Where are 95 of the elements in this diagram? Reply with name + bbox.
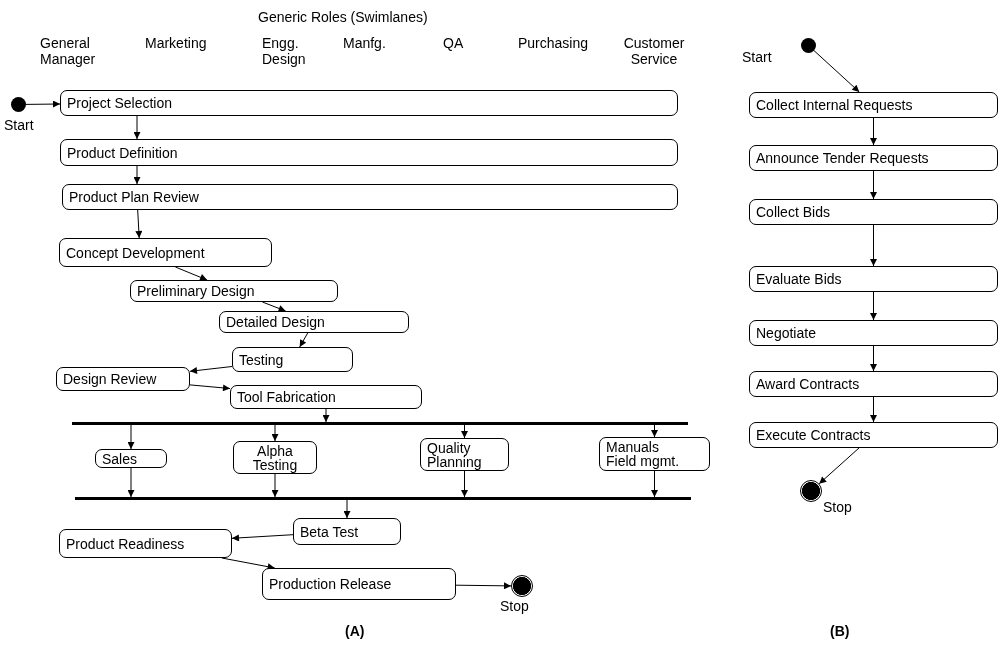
arrow xyxy=(651,424,658,438)
activity-box xyxy=(749,320,998,346)
state-caption: Start xyxy=(742,49,772,65)
activity-label: Evaluate Bids xyxy=(756,272,842,286)
activity-label: Product Definition xyxy=(67,145,178,160)
arrow xyxy=(461,470,468,498)
arrow xyxy=(231,534,294,542)
activity-box xyxy=(749,371,998,397)
state-caption: Stop xyxy=(823,499,852,515)
activity-box xyxy=(95,449,167,468)
arrow xyxy=(461,424,468,439)
synchronization-bar xyxy=(72,422,688,425)
arrow xyxy=(133,115,141,140)
arrow xyxy=(343,499,351,519)
activity-box xyxy=(749,266,998,292)
swimlane-header: Customer Service xyxy=(622,35,686,67)
swimlane-header: Manfg. xyxy=(343,35,386,51)
activity-box xyxy=(599,437,710,471)
activity-box xyxy=(230,385,422,409)
arrow xyxy=(870,396,877,423)
activity-label: Execute Contracts xyxy=(756,428,871,442)
activity-label: Concept Development xyxy=(66,245,205,260)
arrow xyxy=(25,100,61,108)
activity-label: Detailed Design xyxy=(226,315,325,329)
activity-box xyxy=(60,139,678,166)
activity-label: Project Selection xyxy=(67,96,173,110)
swimlane-header: QA xyxy=(443,35,464,51)
swimlane-header: Purchasing xyxy=(518,35,589,51)
arrow xyxy=(322,408,330,423)
arrow xyxy=(271,424,279,442)
activity-box xyxy=(59,529,232,558)
arrow xyxy=(651,470,658,498)
activity-label: Negotiate xyxy=(756,326,816,340)
arrow xyxy=(127,424,135,450)
arrow xyxy=(870,345,877,372)
activity-box xyxy=(233,441,317,474)
panel-caption: (B) xyxy=(830,623,850,639)
arrow xyxy=(127,467,135,498)
activity-box xyxy=(420,438,509,471)
state-caption: Stop xyxy=(500,598,529,614)
panel-caption: (A) xyxy=(345,623,365,639)
activity-box xyxy=(219,311,409,333)
initial-state-circle xyxy=(801,38,816,53)
arrow xyxy=(870,291,877,321)
activity-box xyxy=(293,518,401,545)
diagram-title: Generic Roles (Swimlanes) xyxy=(258,9,428,25)
arrow xyxy=(271,473,279,498)
activity-label: Testing xyxy=(239,352,284,367)
arrow xyxy=(261,301,287,312)
initial-state-circle xyxy=(11,97,26,112)
activity-box xyxy=(232,347,353,372)
activity-label: Alpha Testing xyxy=(251,443,299,472)
arrow xyxy=(818,447,860,485)
activity-label: Preliminary Design xyxy=(137,284,255,298)
arrow xyxy=(135,209,143,239)
swimlane-header: General Manager xyxy=(40,35,97,67)
activity-box xyxy=(749,92,998,118)
activity-box xyxy=(130,280,338,302)
activity-box xyxy=(749,422,998,448)
activity-label: Design Review xyxy=(63,372,157,386)
arrow xyxy=(870,224,877,267)
activity-label: Collect Internal Requests xyxy=(756,98,913,112)
arrow xyxy=(133,165,141,185)
arrow xyxy=(189,384,231,392)
swimlane-header: Engg. Design xyxy=(262,35,307,67)
final-state-circle xyxy=(800,480,822,502)
arrow xyxy=(870,117,877,146)
activity-label: Announce Tender Requests xyxy=(756,151,929,165)
synchronization-bar xyxy=(75,497,691,500)
arrow xyxy=(299,332,309,348)
activity-label: Product Readiness xyxy=(66,536,185,551)
activity-label: Sales xyxy=(102,451,138,466)
arrow xyxy=(870,170,877,200)
activity-box xyxy=(749,145,998,171)
state-caption: Start xyxy=(4,117,34,133)
activity-label: Collect Bids xyxy=(756,205,830,219)
arrow xyxy=(813,50,860,93)
activity-box xyxy=(62,184,678,210)
activity-box xyxy=(59,238,272,267)
activity-label: Manuals Field mgmt. xyxy=(606,440,681,468)
activity-label: Production Release xyxy=(269,577,392,591)
arrow xyxy=(455,582,512,590)
activity-label: Tool Fabrication xyxy=(237,390,336,404)
activity-label: Product Plan Review xyxy=(69,190,199,204)
arrow xyxy=(174,266,208,281)
activity-label: Quality Planning xyxy=(427,440,483,469)
activity-box xyxy=(262,568,456,600)
swimlane-header: Marketing xyxy=(145,35,207,51)
activity-label: Beta Test xyxy=(300,524,359,539)
activity-box xyxy=(749,199,998,225)
final-state-circle xyxy=(511,575,533,597)
arrow xyxy=(189,366,233,374)
activity-box xyxy=(60,90,678,116)
activity-label: Award Contracts xyxy=(756,377,860,391)
activity-box xyxy=(56,367,190,391)
